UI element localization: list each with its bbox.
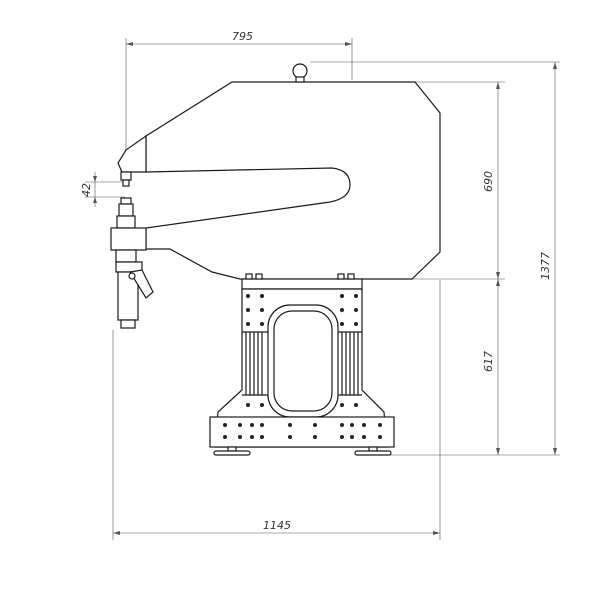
dim-stroke: 42: [80, 183, 93, 197]
dimension-lines: [85, 38, 560, 540]
dim-bottom-width: 1145: [263, 519, 291, 532]
dim-total-height: 1377: [539, 252, 552, 280]
upper-tool-head: [117, 134, 147, 187]
dim-lower-height: 617: [482, 351, 495, 372]
lifting-eye-icon: [292, 63, 308, 79]
dim-upper-height: 690: [482, 171, 495, 192]
lower-cylinder: [110, 197, 154, 329]
c-frame: [145, 63, 441, 280]
dim-top-width: 795: [232, 30, 253, 43]
pedestal-base: [209, 273, 395, 456]
